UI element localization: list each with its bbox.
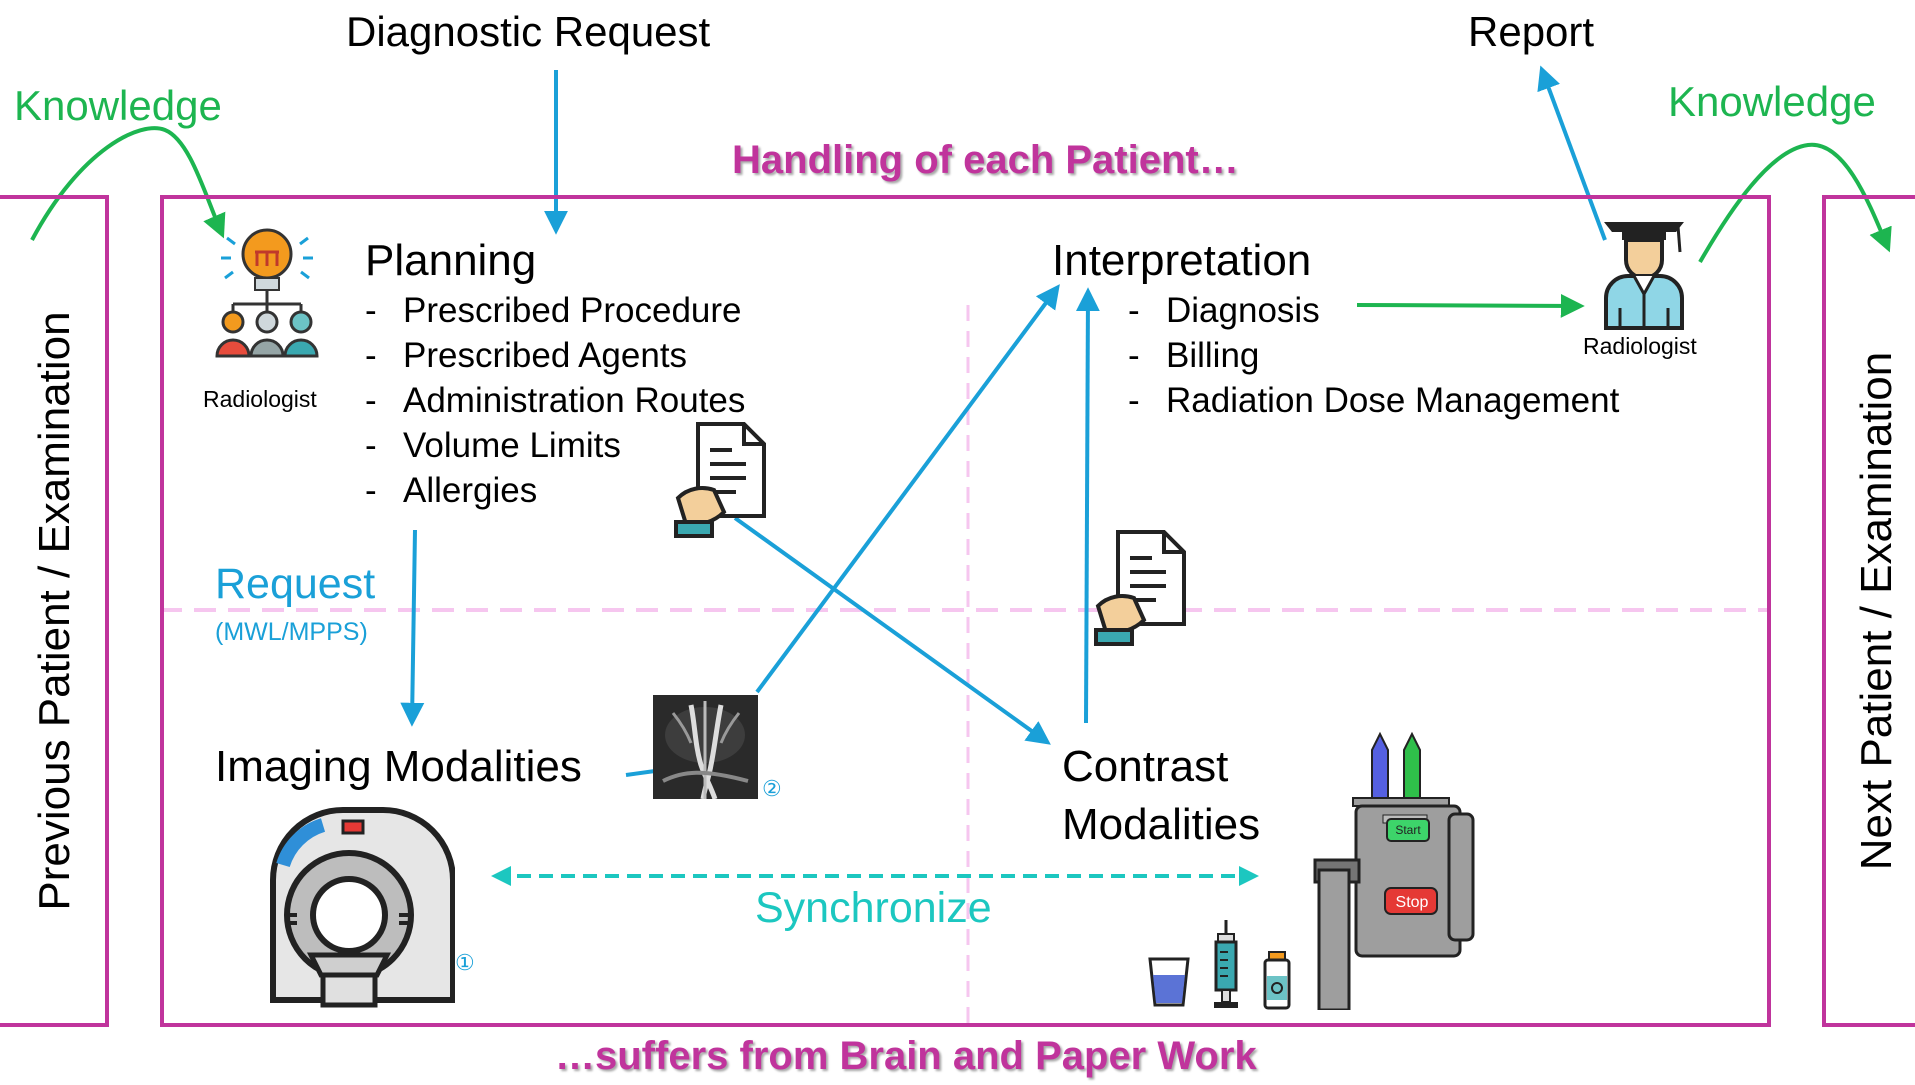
- cup-icon: [1147, 955, 1191, 1009]
- imaging-modalities-title: Imaging Modalities: [215, 742, 582, 791]
- lightbulb-team-icon: [205, 222, 330, 382]
- stop-button: Stop: [1395, 894, 1429, 911]
- interpretation-title: Interpretation: [1052, 236, 1312, 285]
- arrow-knowledge-left: [30, 126, 226, 241]
- next-patient-frame: [1822, 195, 1915, 1027]
- document-hand-icon: [670, 420, 770, 540]
- knowledge-right-label: Knowledge: [1668, 78, 1876, 125]
- list-item: -Billing: [1128, 336, 1260, 375]
- contrast-modalities-title-2: Modalities: [1062, 800, 1261, 849]
- marker-2: ②: [762, 776, 782, 801]
- graduate-radiologist-icon: [1598, 212, 1690, 330]
- vial-icon: [1262, 950, 1292, 1010]
- request-sub-label: (MWL/MPPS): [215, 618, 368, 646]
- list-item: -Prescribed Agents: [365, 336, 688, 375]
- planning-title: Planning: [365, 236, 537, 285]
- arrow-document-to-contrast: [733, 516, 1051, 745]
- arrow-planning-to-imaging: [400, 529, 425, 727]
- document-hand-icon: [1090, 528, 1190, 648]
- interpretation-list: -Diagnosis -Billing -Radiation Dose Mana…: [1128, 288, 1619, 423]
- arrow-radiologist-to-report: [1537, 65, 1607, 241]
- handling-title: Handling of each Patient…: [732, 138, 1239, 182]
- list-item: -Diagnosis: [1128, 291, 1320, 330]
- arrow-diagnosis-to-radiologist: [1356, 293, 1585, 318]
- next-patient-label: Next Patient / Examination: [1852, 351, 1901, 871]
- footer-title: …suffers from Brain and Paper Work: [555, 1034, 1257, 1078]
- arrow-imaging-to-image: [625, 769, 656, 777]
- synchronize-label: Synchronize: [755, 884, 992, 932]
- arrow-contrast-to-interpretation: [1075, 287, 1100, 724]
- contrast-injector-icon: [1313, 730, 1475, 1010]
- ct-scanner-icon: [243, 805, 455, 1010]
- list-item: -Volume Limits: [365, 426, 621, 465]
- diagnostic-request-label: Diagnostic Request: [346, 8, 711, 55]
- start-button[interactable]: Start: [1386, 818, 1430, 842]
- radiologist-label-left: Radiologist: [203, 386, 317, 412]
- handling-frame: [160, 195, 1771, 1027]
- request-label: Request: [215, 560, 376, 608]
- list-item: -Administration Routes: [365, 381, 746, 420]
- knowledge-left-label: Knowledge: [14, 82, 222, 129]
- report-label: Report: [1468, 8, 1595, 55]
- planning-list: -Prescribed Procedure -Prescribed Agents…: [365, 288, 745, 513]
- list-item: -Prescribed Procedure: [365, 291, 742, 330]
- list-item: -Radiation Dose Management: [1128, 381, 1620, 420]
- angiogram-image: [653, 695, 758, 799]
- previous-patient-label: Previous Patient / Examination: [30, 311, 79, 911]
- radiologist-label-right: Radiologist: [1583, 333, 1697, 359]
- syringe-icon: [1210, 920, 1242, 1010]
- arrow-knowledge-right: [1698, 142, 1892, 263]
- marker-1: ①: [455, 950, 475, 975]
- list-item: -Allergies: [365, 471, 538, 510]
- arrow-image-to-interpretation: [755, 284, 1060, 694]
- previous-patient-frame: [0, 195, 109, 1027]
- contrast-modalities-title-1: Contrast: [1062, 742, 1229, 791]
